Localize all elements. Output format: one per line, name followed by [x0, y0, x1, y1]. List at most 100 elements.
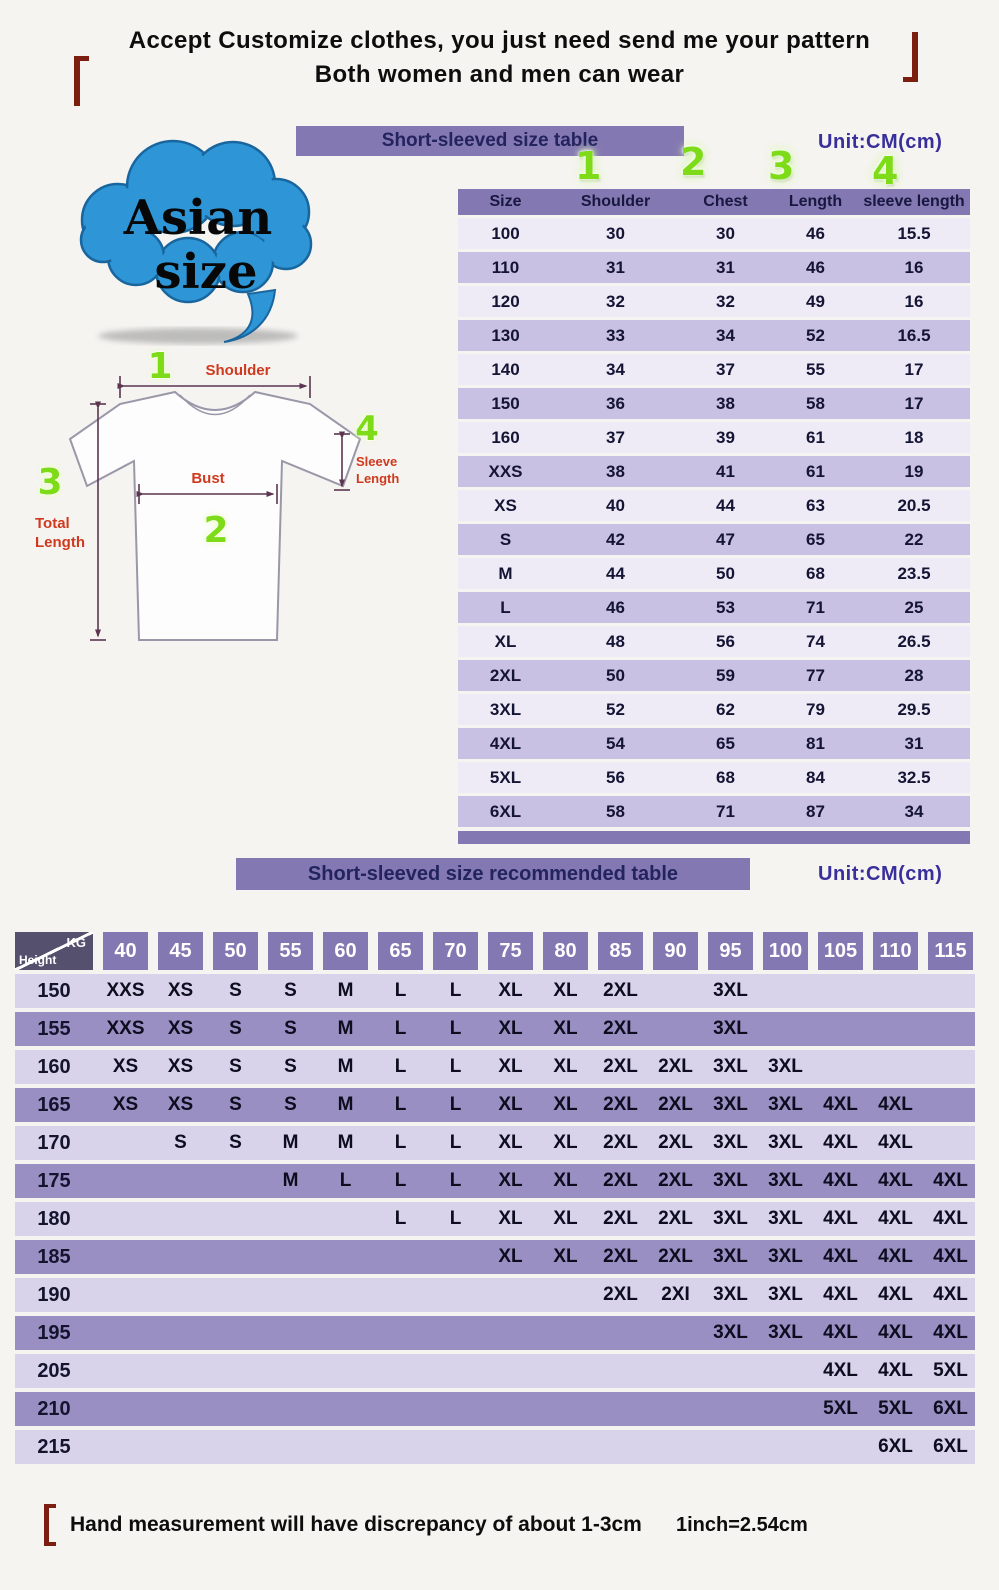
height-label: 170 — [37, 1131, 71, 1154]
size-table-cell: 140 — [458, 354, 553, 385]
height-label: 165 — [37, 1093, 71, 1116]
height-label: 160 — [37, 1055, 71, 1078]
page-header: Accept Customize clothes, you just need … — [0, 24, 999, 92]
size-recommend-cell: 4XL — [823, 1170, 858, 1191]
size-table-cell: 87 — [773, 796, 858, 827]
size-recommend-cell: 4XL — [933, 1170, 968, 1191]
size-recommend-cell: L — [339, 1170, 352, 1191]
size-recommend-cell: L — [449, 1132, 462, 1153]
diagram-number-3: 3 — [37, 462, 62, 503]
size-recommend-cell: 3XL — [768, 1208, 803, 1229]
size-recommend-cell: 2XL — [658, 1246, 693, 1267]
total-length-label-line1: Total — [35, 515, 70, 532]
kg-header-cell: 90 — [653, 932, 698, 970]
size-recommend-cell: XS — [112, 1094, 139, 1115]
size-table-cell: 65 — [773, 524, 858, 555]
size-recommend-cell: S — [229, 980, 242, 1001]
total-length-label-line2: Length — [35, 534, 85, 551]
size-recommend-cell: M — [337, 980, 354, 1001]
kg-header-cell: 65 — [378, 932, 423, 970]
size-recommend-cell: XS — [167, 1094, 194, 1115]
size-recommend-cell: L — [449, 1094, 462, 1115]
size-recommend-cell: M — [337, 1132, 354, 1153]
size-recommend-cell: 2XL — [603, 1208, 638, 1229]
size-table-cell: 34 — [553, 354, 678, 385]
size-table-cell: 46 — [553, 592, 678, 623]
size-table-cell: 18 — [858, 422, 970, 453]
size-recommend-cell: 3XL — [768, 1170, 803, 1191]
corner-kg-label: KG — [66, 935, 87, 950]
size-recommend-cell: 2XL — [658, 1132, 693, 1153]
size-recommend-cell: S — [284, 1018, 297, 1039]
size-column-header: Size — [458, 189, 553, 215]
size-recommend-cell: 4XL — [823, 1360, 858, 1381]
sleeve-length-label-line2: Length — [356, 471, 399, 486]
size-recommend-cell: XL — [553, 1246, 578, 1267]
size-column-header: Length — [773, 189, 858, 215]
green-column-number-3: 3 — [768, 144, 795, 188]
size-recommend-cell: S — [229, 1094, 242, 1115]
size-recommend-cell: 2XL — [603, 1170, 638, 1191]
size-recommend-cell: 2XL — [603, 1132, 638, 1153]
size-column-header: Shoulder — [553, 189, 678, 215]
size-recommend-cell: 6XL — [933, 1436, 968, 1457]
size-recommend-cell: 6XL — [878, 1436, 913, 1457]
kg-header-cell: 40 — [103, 932, 148, 970]
height-label: 190 — [37, 1283, 71, 1306]
size-table-cell: 28 — [858, 660, 970, 691]
size-recommend-cell: XL — [498, 1208, 523, 1229]
size-table-cell: XS — [458, 490, 553, 521]
size-table-cell: 37 — [553, 422, 678, 453]
size-table-cell: 34 — [858, 796, 970, 827]
size-recommend-cell: XL — [498, 1132, 523, 1153]
size-recommend-cell: L — [449, 1170, 462, 1191]
size-table-unit-label: Unit:CM(cm) — [818, 131, 943, 153]
size-recommend-cell: 4XL — [933, 1246, 968, 1267]
size-table-cell: 38 — [678, 388, 773, 419]
height-label: 210 — [37, 1397, 71, 1420]
size-recommend-cell: XXS — [106, 1018, 145, 1039]
size-table-cell: 23.5 — [858, 558, 970, 589]
size-recommend-cell: 3XL — [713, 1094, 748, 1115]
size-recommend-cell: 3XL — [713, 1322, 748, 1343]
size-recommend-cell: 4XL — [878, 1094, 913, 1115]
size-table-cell: 6XL — [458, 796, 553, 827]
size-table-cell: 47 — [678, 524, 773, 555]
size-table-cell: 81 — [773, 728, 858, 759]
height-label: 205 — [37, 1359, 71, 1382]
size-table-cell: 17 — [858, 354, 970, 385]
size-table-cell: 68 — [773, 558, 858, 589]
size-recommend-cell: 4XL — [878, 1246, 913, 1267]
kg-header-cell: 100 — [763, 932, 808, 970]
size-recommend-cell: M — [282, 1170, 299, 1191]
size-table-cell: 65 — [678, 728, 773, 759]
measurement-discrepancy-note: Hand measurement will have discrepancy o… — [70, 1513, 642, 1536]
size-table-cell: 62 — [678, 694, 773, 725]
size-table-cell: 59 — [678, 660, 773, 691]
size-table-cell: 31 — [553, 252, 678, 283]
size-table-cell: 31 — [858, 728, 970, 759]
size-table-cell: 61 — [773, 456, 858, 487]
sleeve-length-label-line1: Sleeve — [356, 454, 397, 469]
size-table-cell: 54 — [553, 728, 678, 759]
recommend-table-unit-label: Unit:CM(cm) — [818, 863, 943, 885]
size-table-cell: 16 — [858, 252, 970, 283]
diagram-number-4: 4 — [355, 409, 379, 449]
left-bracket-decoration — [74, 56, 89, 106]
size-recommend-cell: 3XL — [713, 1246, 748, 1267]
